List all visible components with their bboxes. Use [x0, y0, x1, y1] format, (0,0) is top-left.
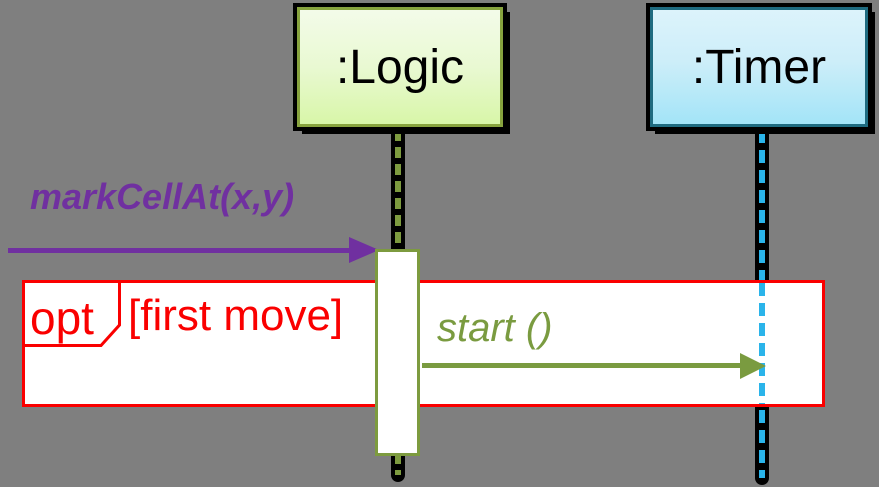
message-line-markcellat: [8, 248, 351, 253]
opt-fragment: [22, 280, 825, 407]
activation-bar-logic: [375, 249, 420, 456]
lifeline-head-logic: :Logic: [297, 7, 503, 127]
arrowhead-icon-markcellat: [349, 237, 379, 263]
lifeline-head-logic-label: :Logic: [335, 40, 465, 94]
arrowhead-icon-start: [740, 353, 766, 379]
message-label-start: start (): [437, 306, 553, 350]
fragment-operator-label: opt: [30, 292, 94, 344]
lifeline-head-timer: :Timer: [650, 7, 868, 127]
fragment-guard-label: [first move]: [128, 291, 344, 340]
lifeline-timer-dashes-in-fragment: [759, 283, 765, 404]
message-label-markcellat: markCellAt(x,y): [30, 176, 295, 217]
message-line-start: [422, 363, 742, 368]
lifeline-head-timer-label: :Timer: [691, 40, 827, 94]
fragment-operator-pentagon: [22, 280, 121, 347]
